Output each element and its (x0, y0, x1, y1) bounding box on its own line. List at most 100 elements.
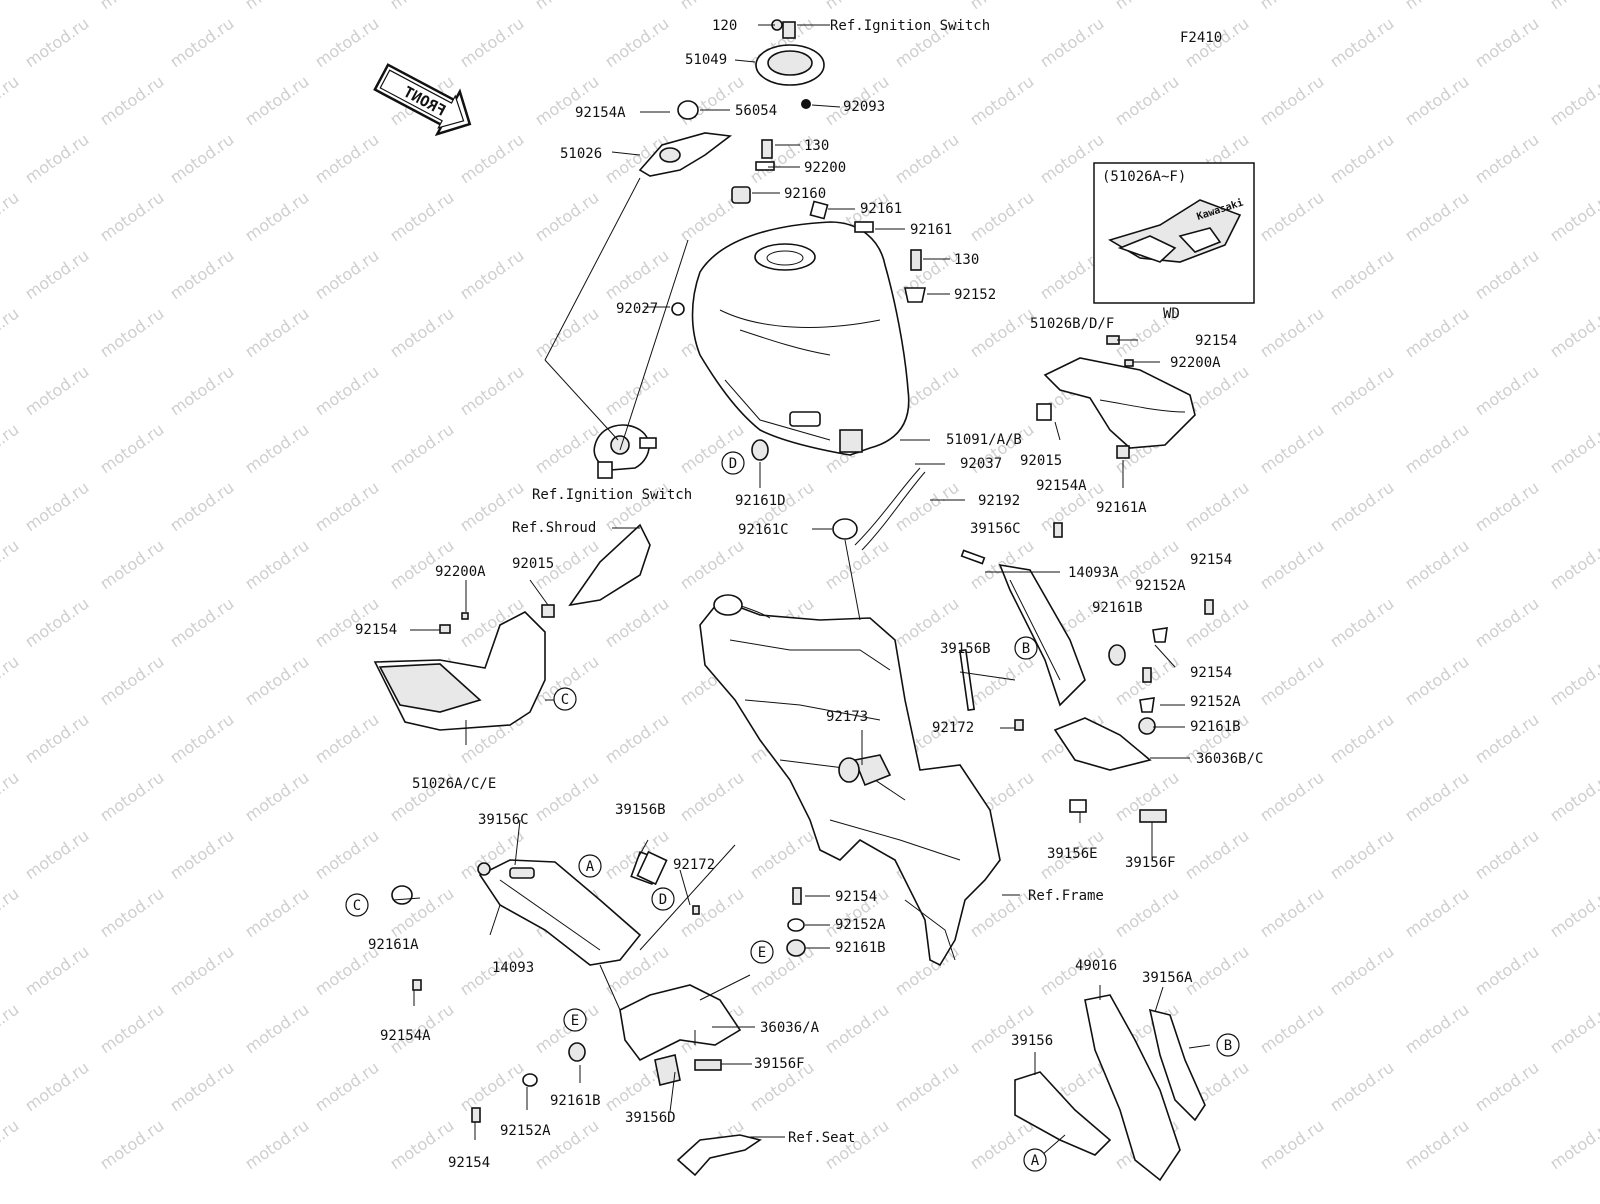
watermark-text: motod.ru (96, 536, 167, 594)
watermark-text: motod.ru (1256, 884, 1327, 942)
watermark-text: motod.ru (821, 1000, 892, 1058)
part-number-label: 92173 (826, 709, 868, 725)
part-number-label: 130 (804, 138, 829, 154)
part-number-label: 92160 (784, 186, 826, 202)
watermark-text: motod.ru (166, 246, 237, 304)
watermark-text: motod.ru (601, 14, 672, 72)
watermark-text: motod.ru (1326, 14, 1397, 72)
part-number-label: 36036/A (760, 1020, 820, 1036)
watermark-text: motod.ru (241, 768, 312, 826)
callout-letter: C (561, 692, 569, 708)
watermark-text: motod.ru (746, 826, 817, 884)
watermark-text: motod.ru (96, 72, 167, 130)
watermark-text: motod.ru (21, 478, 92, 536)
fuel-tank (691, 221, 910, 456)
part-number-label: 14093 (492, 960, 534, 976)
watermark-text: motod.ru (1181, 826, 1252, 884)
part-number-label: 92161B (1092, 600, 1143, 616)
part-number-label: 39156D (625, 1110, 676, 1126)
ref-ignition-switch-mid: Ref.Ignition Switch (532, 487, 692, 503)
watermark-text: motod.ru (96, 1116, 167, 1174)
watermark-text: motod.ru (386, 420, 457, 478)
watermark-text: motod.ru (166, 362, 237, 420)
ref-frame: Ref.Frame (1028, 888, 1104, 904)
part-number-label: 56054 (735, 103, 777, 119)
part-number-label: 92154A (380, 1028, 431, 1044)
watermark-text: motod.ru (531, 1000, 602, 1058)
watermark-text: motod.ru (1401, 420, 1472, 478)
watermark-text: motod.ru (966, 72, 1037, 130)
watermark-text: motod.ru (1471, 594, 1542, 652)
watermark-text: motod.ru (96, 0, 167, 13)
watermark-text: motod.ru (1546, 72, 1600, 130)
callout-e: E (750, 940, 774, 964)
watermark-text: motod.ru (966, 884, 1037, 942)
watermark-text: motod.ru (166, 14, 237, 72)
watermark-text: motod.ru (1111, 72, 1182, 130)
watermark-text: motod.ru (821, 0, 892, 13)
part-number-label: 39156B (940, 641, 991, 657)
callout-c: C (345, 893, 369, 917)
left-inner-panel-14093 (478, 859, 642, 966)
watermark-text: motod.ru (0, 188, 22, 246)
watermark-text: motod.ru (966, 652, 1037, 710)
callout-a: A (1023, 1148, 1047, 1172)
diagram-code: F2410 (1180, 30, 1222, 46)
watermark-text: motod.ru (891, 1058, 962, 1116)
watermark-text: motod.ru (1256, 188, 1327, 246)
watermark-text: motod.ru (1471, 362, 1542, 420)
left-cover-top (638, 132, 733, 177)
callout-letter: B (1022, 641, 1030, 657)
watermark-text: motod.ru (1471, 130, 1542, 188)
watermark-text: motod.ru (166, 130, 237, 188)
watermark-text: motod.ru (96, 1000, 167, 1058)
watermark-text: motod.ru (241, 72, 312, 130)
part-number-label: 92015 (1020, 453, 1062, 469)
watermark-text: motod.ru (1546, 1116, 1600, 1174)
watermark-text: motod.ru (531, 0, 602, 13)
part-number-label: 92154 (835, 889, 877, 905)
watermark-text: motod.ru (966, 0, 1037, 13)
watermark-text: motod.ru (676, 768, 747, 826)
watermark-text: motod.ru (1181, 594, 1252, 652)
watermark-text: motod.ru (21, 362, 92, 420)
watermark-text: motod.ru (21, 710, 92, 768)
watermark-text: motod.ru (21, 594, 92, 652)
watermark-text: motod.ru (1401, 652, 1472, 710)
part-number-label: 39156C (970, 521, 1021, 537)
part-number-label: 92154A (575, 105, 626, 121)
watermark-text: motod.ru (311, 362, 382, 420)
part-number-label: 92093 (843, 99, 885, 115)
part-number-label: 92161A (368, 937, 419, 953)
part-number-label: 49016 (1075, 958, 1117, 974)
part-number-label: 92192 (978, 493, 1020, 509)
watermark-text: motod.ru (0, 72, 22, 130)
watermark-text: motod.ru (0, 884, 22, 942)
part-number-label: 14093A (1068, 565, 1119, 581)
part-number-label: 92154 (1190, 552, 1232, 568)
watermark-text: motod.ru (96, 188, 167, 246)
part-number-label: 92161B (1190, 719, 1241, 735)
part-number-label: 92154 (1195, 333, 1237, 349)
fasteners (391, 139, 1214, 1123)
bracket-36036a (619, 984, 742, 1062)
bracket-36036bc (1053, 717, 1152, 771)
watermark-text: motod.ru (1401, 536, 1472, 594)
right-inner-panel-14093a (998, 563, 1086, 707)
watermark-text: motod.ru (531, 304, 602, 362)
watermark-text: motod.ru (1256, 536, 1327, 594)
watermark-text: motod.ru (1546, 304, 1600, 362)
callout-b: B (1014, 636, 1038, 660)
part-number-label: 92152 (954, 287, 996, 303)
ref-shroud: Ref.Shroud (512, 520, 596, 536)
part-number-label: 36036B/C (1196, 751, 1263, 767)
watermark-text: motod.ru (1256, 72, 1327, 130)
watermark-text: motod.ru (1471, 826, 1542, 884)
watermark-text: motod.ru (1546, 1000, 1600, 1058)
watermark-text: motod.ru (1401, 72, 1472, 130)
part-number-label: 39156E (1047, 846, 1098, 862)
part-number-label: 92161B (835, 940, 886, 956)
watermark-text: motod.ru (1326, 478, 1397, 536)
part-number-label: 92161 (910, 222, 952, 238)
